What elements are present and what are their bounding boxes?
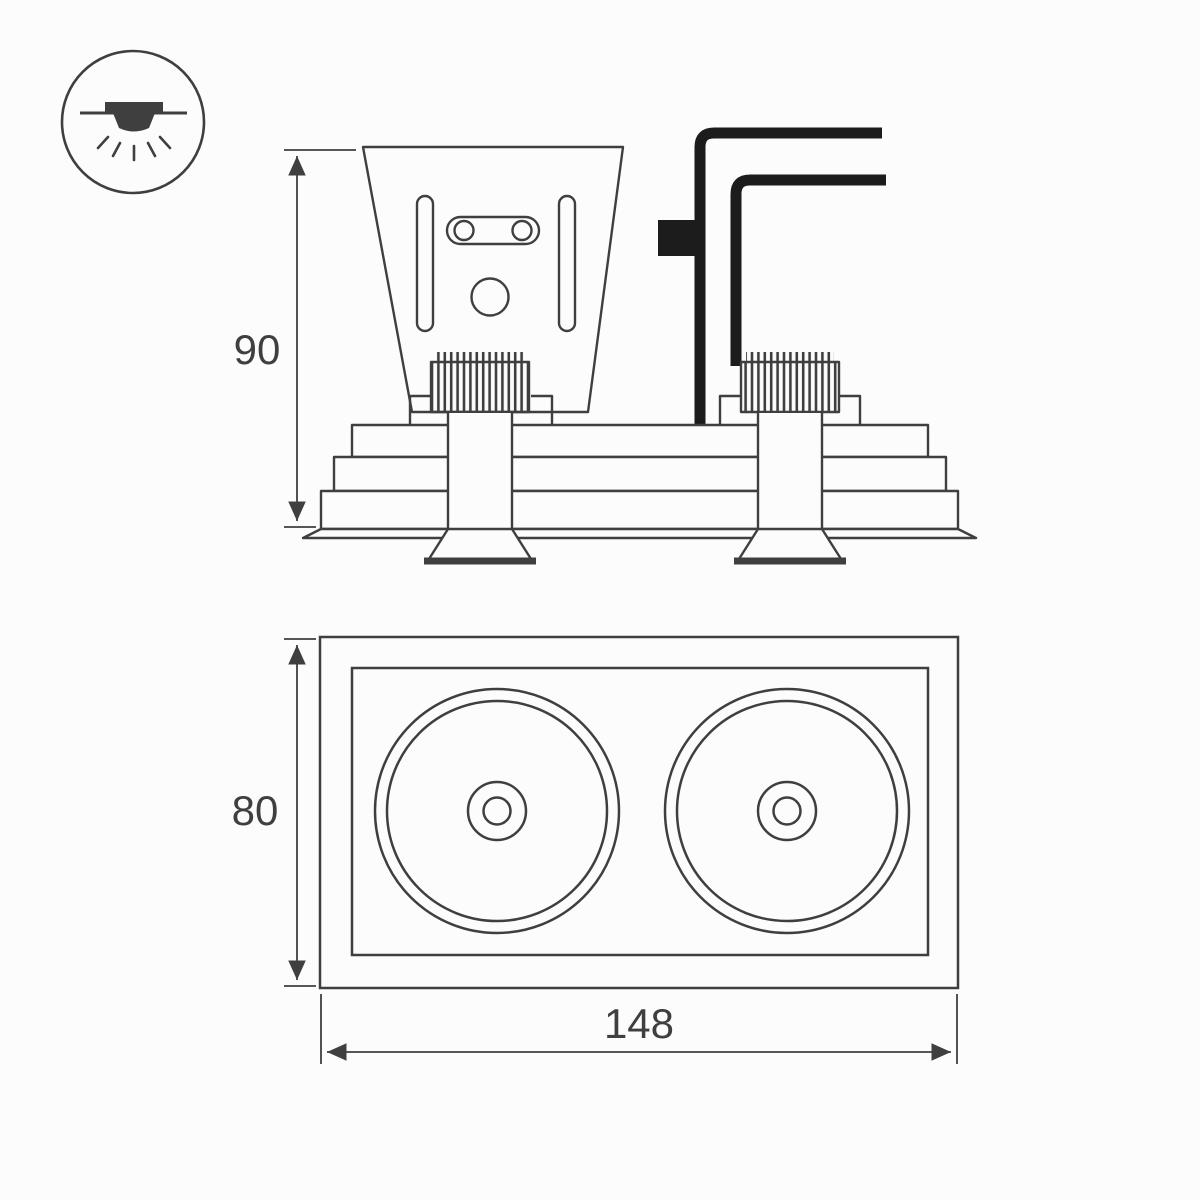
- lamp-barrel-left: [446, 412, 514, 529]
- heatsink-left: [429, 352, 531, 414]
- frame-layer-bottom: [319, 489, 960, 531]
- cable-1: [694, 127, 882, 438]
- icon-light-rays: [96, 135, 172, 162]
- body-adjust-slot: [445, 215, 541, 246]
- trim-inner-rect: [350, 666, 930, 957]
- trim-outer-rect: [318, 635, 960, 990]
- body-slot-right: [557, 194, 577, 333]
- icon-lamp-face: [113, 113, 155, 132]
- bottom-view: [318, 635, 960, 990]
- side-view: [301, 127, 978, 565]
- bracket-left: [408, 394, 554, 425]
- lamp-cone-left: [424, 527, 536, 565]
- lamp-face-right: [663, 687, 911, 935]
- frame-layer-top: [350, 423, 930, 459]
- recessed-mount-icon: [60, 49, 206, 195]
- frame-flange: [301, 527, 978, 540]
- cable-2: [730, 174, 886, 366]
- dimension-front-width: 148: [320, 994, 958, 1064]
- heatsink-right: [739, 352, 841, 414]
- dimension-front-height: 80: [232, 638, 316, 987]
- icon-circle-border: [60, 49, 206, 195]
- front-height-label: 80: [232, 787, 279, 834]
- body-adjust-screw-right: [511, 219, 533, 242]
- body-slot-left: [415, 194, 435, 333]
- cable-connector: [658, 220, 696, 256]
- supply-cables: [694, 127, 886, 438]
- dimension-side-height: 90: [234, 149, 356, 528]
- icon-housing: [105, 102, 163, 113]
- frame-layer-mid: [332, 455, 948, 493]
- lamp-cone-right: [734, 527, 846, 565]
- bracket-right: [718, 394, 862, 425]
- body-screw-hole: [470, 277, 510, 317]
- side-height-label: 90: [234, 326, 281, 373]
- body-adjust-screw-left: [453, 219, 475, 242]
- front-width-label: 148: [604, 1000, 674, 1047]
- lamp-face-left: [373, 687, 621, 935]
- lamp-barrel-right: [756, 412, 824, 529]
